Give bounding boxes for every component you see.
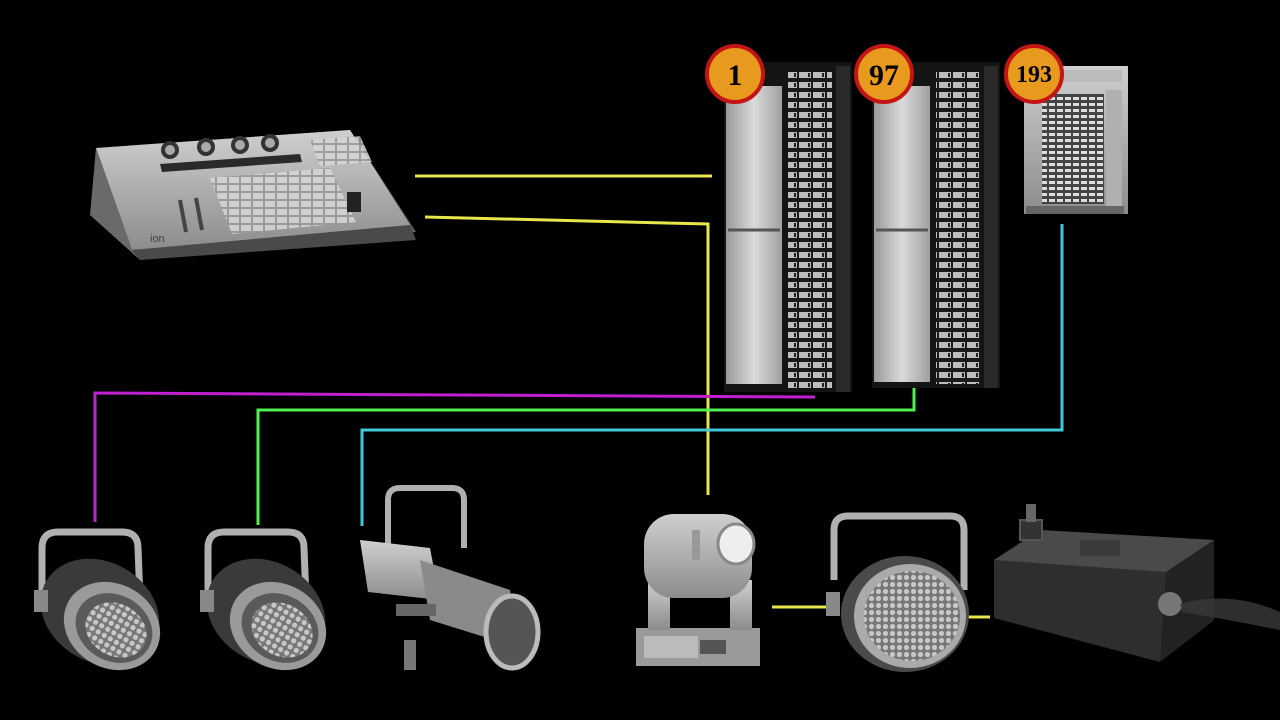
lighting-console: ion bbox=[90, 130, 416, 260]
dimmer-rack-2 bbox=[872, 62, 1000, 388]
address-badge-1-label: 1 bbox=[728, 59, 743, 92]
par-can-fixture-1 bbox=[34, 528, 161, 671]
wire-universe-1-to-par-1 bbox=[93, 391, 816, 522]
led-par-fixture bbox=[826, 512, 969, 672]
par-can-fixture-2 bbox=[200, 528, 327, 671]
address-badge-1: 1 bbox=[705, 44, 765, 104]
address-badge-193-label: 193 bbox=[1016, 62, 1052, 88]
fog-machine bbox=[994, 504, 1280, 662]
moving-head-fixture bbox=[636, 514, 760, 666]
wire-console-to-moving-head bbox=[424, 215, 710, 495]
console-brand: ion bbox=[150, 233, 165, 245]
address-badge-97: 97 bbox=[854, 44, 914, 104]
wires bbox=[93, 174, 1064, 619]
ellipsoidal-spotlight bbox=[360, 485, 541, 671]
wire-universe-3-to-ellipsoidal bbox=[360, 224, 1064, 526]
address-badge-97-label: 97 bbox=[869, 59, 899, 92]
address-badge-193: 193 bbox=[1004, 44, 1064, 104]
dimmer-rack-3 bbox=[1024, 66, 1128, 214]
wire-universe-2-to-par-2 bbox=[256, 386, 916, 525]
dimmer-rack-1 bbox=[724, 62, 852, 392]
